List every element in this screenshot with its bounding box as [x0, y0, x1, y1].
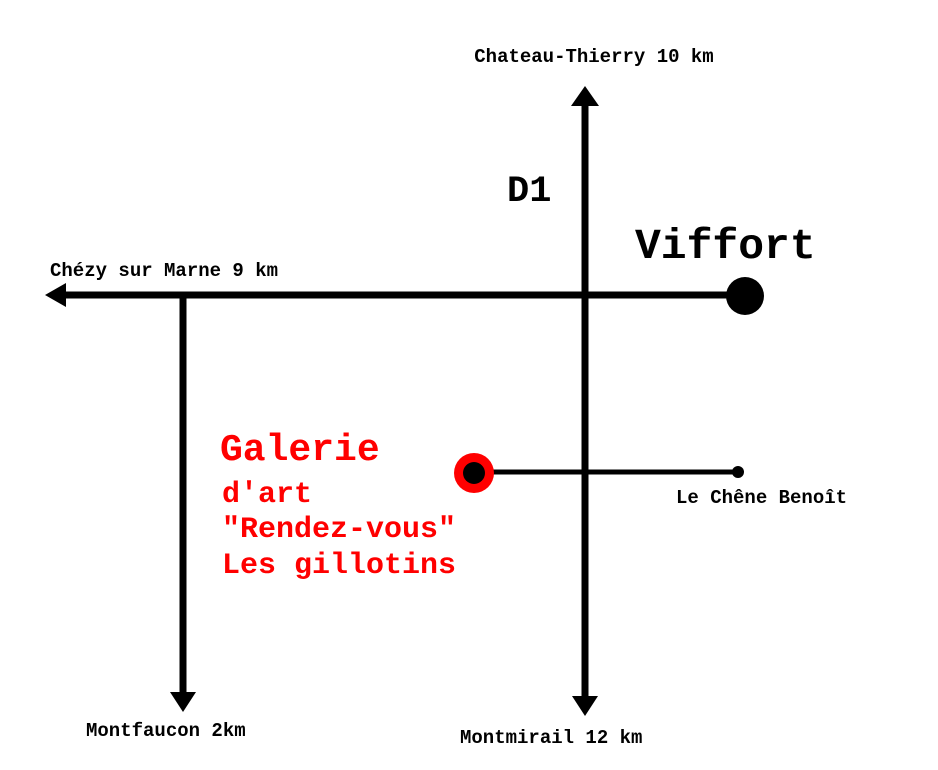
- arrow-north-icon: [571, 86, 599, 106]
- arrow-west-icon: [45, 283, 66, 307]
- label-gallery-line2: d'art: [222, 478, 312, 512]
- label-route-d1: D1: [507, 171, 551, 213]
- label-le-chene-benoit: Le Chêne Benoît: [676, 487, 847, 509]
- gallery-marker-icon: [454, 453, 494, 493]
- label-viffort: Viffort: [635, 222, 816, 271]
- viffort-marker-icon: [726, 277, 764, 315]
- label-chateau-thierry: Chateau-Thierry 10 km: [474, 46, 713, 68]
- le-chene-benoit-marker-icon: [732, 466, 744, 478]
- label-gallery-line3: "Rendez-vous": [222, 513, 456, 547]
- label-chezy-sur-marne: Chézy sur Marne 9 km: [50, 260, 278, 282]
- label-gallery-line4: Les gillotins: [222, 549, 456, 583]
- roads: [62, 100, 745, 700]
- label-gallery-title: Galerie: [220, 429, 380, 472]
- arrow-south-montfaucon-icon: [170, 692, 196, 712]
- arrow-south-montmirail-icon: [572, 696, 598, 716]
- label-montfaucon: Montfaucon 2km: [86, 720, 246, 742]
- label-montmirail: Montmirail 12 km: [460, 727, 642, 749]
- arrows: [45, 86, 599, 716]
